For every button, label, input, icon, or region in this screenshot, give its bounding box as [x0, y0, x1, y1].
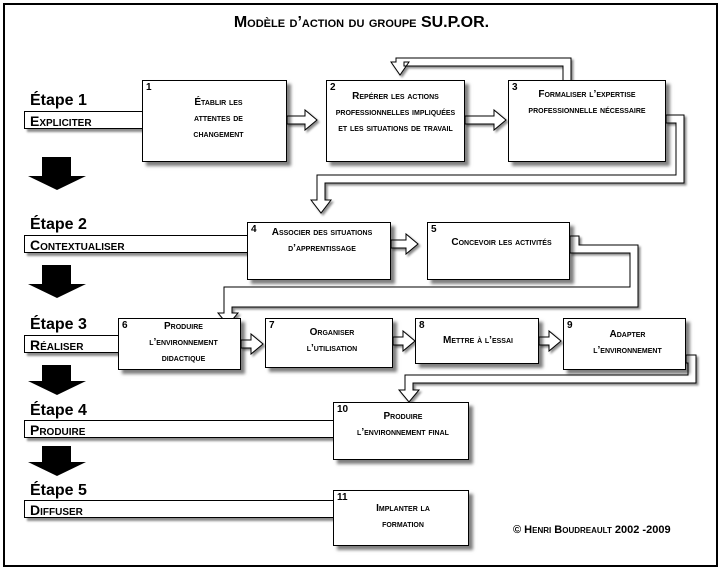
step-box-4: 4 Associer des situations d’apprentissag…	[247, 222, 391, 280]
connector-8-to-9	[538, 329, 562, 353]
step-text: Produire l’environnement final	[357, 411, 449, 438]
step-number: 5	[431, 224, 437, 235]
step-text: Formaliser l’expertise professionnelle n…	[528, 89, 646, 116]
step-text: Concevoir les activités	[451, 237, 552, 248]
step-number: 2	[330, 82, 336, 93]
stage-1-name: Étape 1	[30, 92, 87, 109]
connector-1-to-2	[286, 108, 318, 132]
step-number: 11	[337, 492, 348, 503]
step-text: Repérer les actions professionnelles imp…	[335, 91, 456, 134]
step-number: 10	[337, 404, 349, 415]
step-box-9: 9 Adapter l’environnement	[563, 318, 686, 370]
step-number: 8	[419, 320, 425, 331]
stage-3-label: Réaliser	[24, 335, 120, 353]
step-text: Mettre à l’essai	[443, 335, 513, 346]
stage-4-label: Produire	[24, 420, 336, 438]
step-box-8: 8 Mettre à l’essai	[415, 318, 539, 364]
step-text: Adapter l’environnement	[593, 329, 662, 356]
connector-2-to-3	[464, 108, 507, 132]
connector-6-to-7	[240, 332, 264, 356]
stage-5-label: Diffuser	[24, 500, 336, 518]
step-box-10: 10 Produire l’environnement final	[333, 402, 469, 460]
stage-2-name: Étape 2	[30, 216, 87, 233]
step-text: Établir les attentes de changement	[193, 97, 244, 140]
step-box-3: 3 Formaliser l’expertise professionnelle…	[508, 80, 666, 162]
step-number: 9	[567, 320, 573, 331]
connector-3-to-4	[309, 114, 685, 214]
connector-4-to-5	[390, 232, 419, 256]
connector-9-to-10	[397, 354, 697, 403]
step-box-6: 6 Produire l’environnement didactique	[118, 318, 241, 370]
stage-arrow-3-4	[28, 365, 86, 395]
copyright-credit: © Henri Boudreault 2002 -2009	[513, 524, 671, 536]
step-text: Implanter la formation	[376, 503, 430, 530]
step-number: 1	[146, 82, 152, 93]
step-number: 6	[122, 320, 128, 331]
step-box-7: 7 Organiser l’utilisation	[265, 318, 393, 368]
step-number: 7	[269, 320, 275, 331]
step-box-1: 1 Établir les attentes de changement	[142, 80, 287, 162]
stage-arrow-1-2	[28, 157, 86, 190]
step-text: Associer des situations d’apprentissage	[271, 227, 373, 254]
step-box-5: 5 Concevoir les activités	[427, 222, 570, 280]
step-number: 3	[512, 82, 518, 93]
step-box-11: 11 Implanter la formation	[333, 490, 469, 546]
step-number: 4	[251, 224, 257, 235]
step-text: Organiser l’utilisation	[306, 327, 358, 354]
stage-3-name: Étape 3	[30, 316, 87, 333]
stage-arrow-4-5	[28, 446, 86, 476]
page-title: Modèle d’action du groupe SU.P.OR.	[233, 14, 490, 31]
step-text: Produire l’environnement didactique	[149, 321, 218, 364]
connector-3-to-2	[390, 57, 572, 82]
stage-1-label: Expliciter	[24, 111, 146, 129]
step-box-2: 2 Repérer les actions professionnelles i…	[326, 80, 465, 162]
connector-7-to-8	[392, 329, 416, 353]
stage-2-label: Contextualiser	[24, 235, 248, 253]
stage-5-name: Étape 5	[30, 482, 87, 499]
stage-arrow-2-3	[28, 265, 86, 298]
stage-4-name: Étape 4	[30, 402, 87, 419]
